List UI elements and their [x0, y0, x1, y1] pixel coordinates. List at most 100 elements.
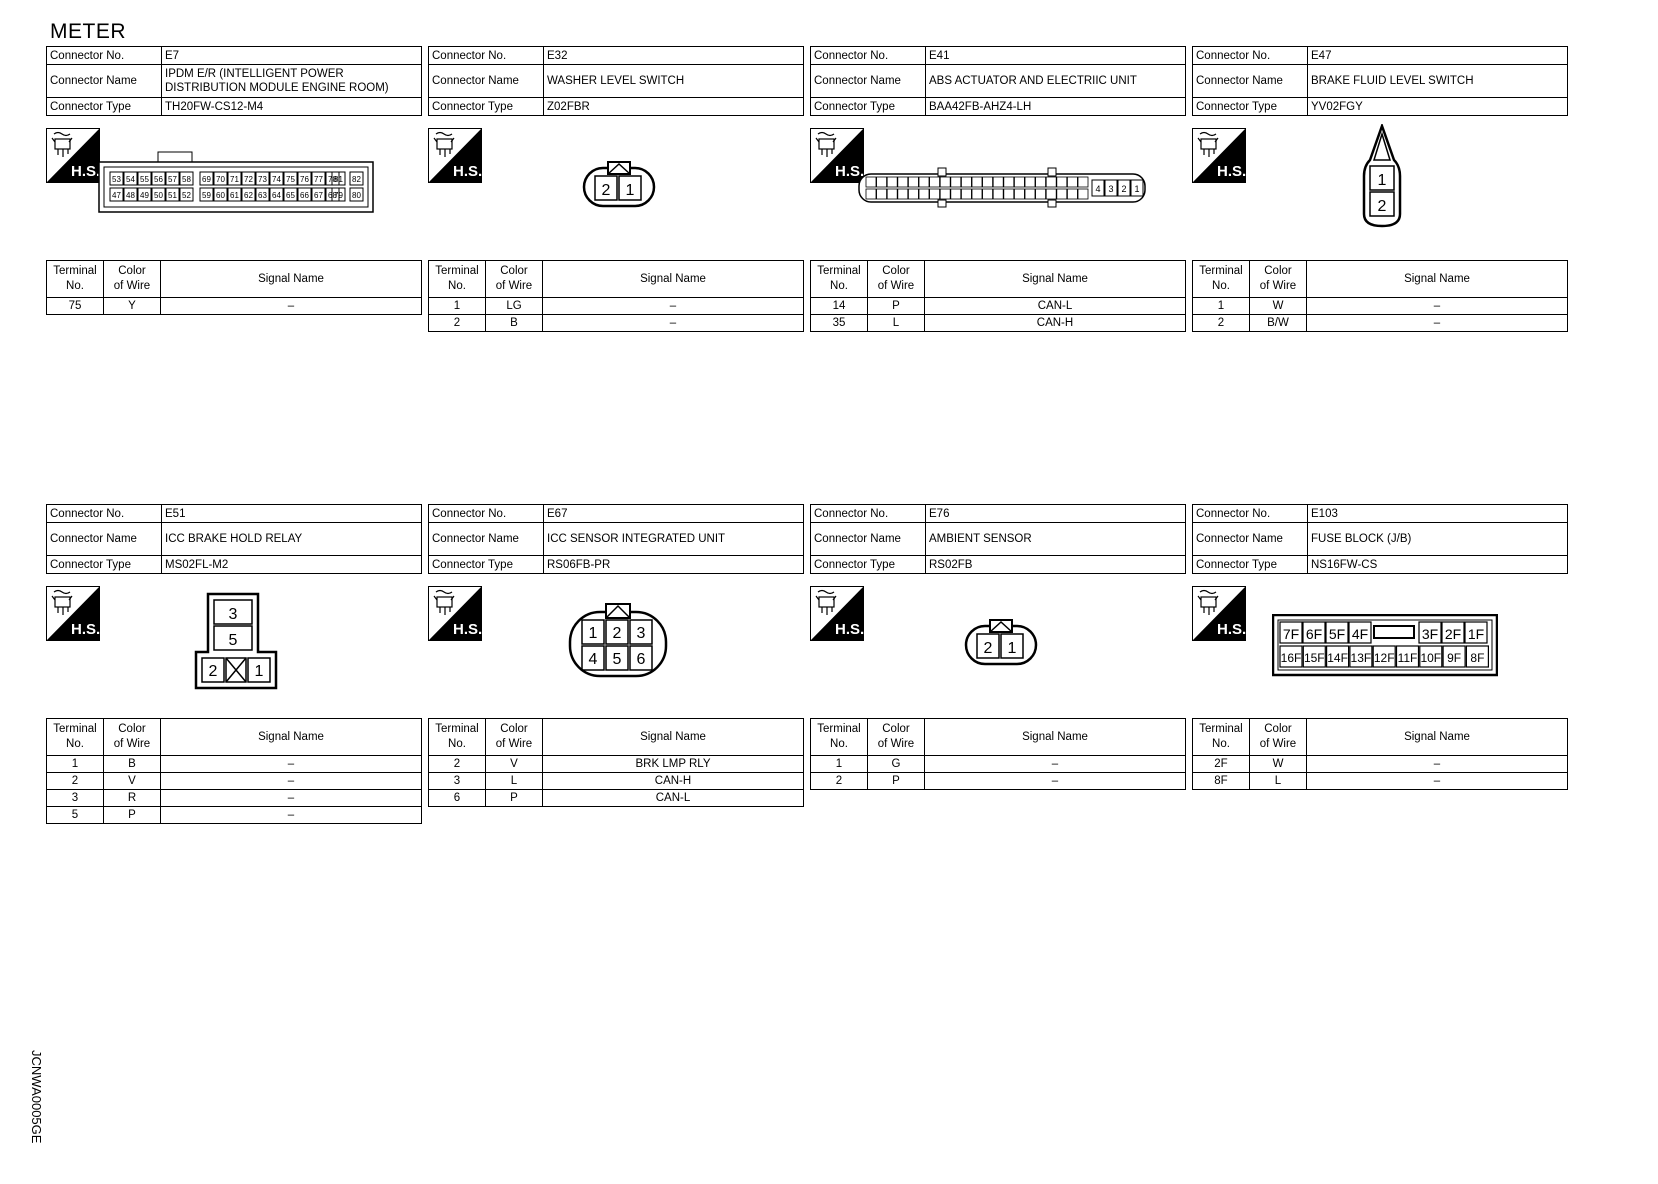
connector-header-table: Connector No. E103 Connector Name FUSE B… [1192, 504, 1568, 574]
harness-side-icon: H.S. [810, 586, 864, 641]
pin-label: 63 [258, 191, 267, 200]
connector-type: RS06FB-PR [543, 555, 804, 574]
pin-label: 1 [255, 663, 264, 680]
connector-name-label: Connector Name [46, 64, 162, 98]
wire-color: W [1249, 755, 1307, 773]
wire-color: W [1249, 297, 1307, 315]
terminal-no: 75 [46, 297, 104, 315]
terminal-row: 2 B/W – [1192, 314, 1568, 332]
signal-name-header: Signal Name [160, 718, 422, 756]
connector-diagram: H.S. 2 1 [428, 116, 804, 260]
pin-label: 1 [589, 625, 598, 642]
connector-type-label: Connector Type [428, 97, 544, 116]
terminal-no: 1 [1192, 297, 1250, 315]
connector-name-label: Connector Name [428, 64, 544, 98]
signal-name: – [160, 789, 422, 807]
connector-type: Z02FBR [543, 97, 804, 116]
pin-label: 66 [300, 191, 309, 200]
connector-header-table: Connector No. E32 Connector Name WASHER … [428, 46, 804, 116]
wire-color: B [485, 314, 543, 332]
pin-label: 3F [1422, 626, 1438, 642]
harness-side-icon: H.S. [46, 586, 100, 641]
pin-label: 8F [1470, 651, 1484, 665]
wire-color: P [485, 789, 543, 807]
connector-type: RS02FB [925, 555, 1186, 574]
hs-label: H.S. [1217, 163, 1246, 180]
connector-header-table: Connector No. E7 Connector Name IPDM E/R… [46, 46, 422, 116]
signal-name: – [160, 297, 422, 315]
pin-label: 16F [1281, 651, 1302, 665]
pin-label: 14F [1327, 651, 1348, 665]
pin-label: 62 [244, 191, 253, 200]
signal-name-header: Signal Name [1306, 260, 1568, 298]
connector-type-label: Connector Type [1192, 555, 1308, 574]
terminal-no: 1 [810, 755, 868, 773]
pin-label: 64 [272, 191, 281, 200]
signal-name: CAN-L [542, 789, 804, 807]
connector-block-e76: Connector No. E76 Connector Name AMBIENT… [810, 504, 1186, 790]
terminal-no: 2 [46, 772, 104, 790]
pin-label: 4F [1352, 626, 1368, 642]
signal-name-header: Signal Name [924, 718, 1186, 756]
pin-label: 75 [286, 175, 295, 184]
signal-name: – [160, 772, 422, 790]
pin-label: 47 [112, 191, 121, 200]
connector-no: E103 [1307, 504, 1568, 523]
wire-color: V [485, 755, 543, 773]
pin-label: 1 [1378, 172, 1387, 189]
connector-diagram: H.S. 1 2 [1192, 116, 1568, 260]
pin-label: 76 [300, 175, 309, 184]
signal-name: – [542, 314, 804, 332]
connector-name: FUSE BLOCK (J/B) [1307, 522, 1568, 556]
connector-type: YV02FGY [1307, 97, 1568, 116]
terminal-row: 1 B – [46, 755, 422, 773]
connector-no-label: Connector No. [428, 504, 544, 523]
connector-diagram: H.S. 3 5 2 1 [46, 574, 422, 718]
connector-header-table: Connector No. E76 Connector Name AMBIENT… [810, 504, 1186, 574]
hs-label: H.S. [1217, 621, 1246, 638]
connector-block-e51: Connector No. E51 Connector Name ICC BRA… [46, 504, 422, 824]
pin-label: 73 [258, 175, 267, 184]
connector-type-label: Connector Type [46, 555, 162, 574]
pin-label: 6 [637, 651, 646, 668]
pin-label: 4 [1095, 184, 1100, 194]
terminal-row: 35 L CAN-H [810, 314, 1186, 332]
pin-label: 70 [216, 175, 225, 184]
terminal-no: 2 [1192, 314, 1250, 332]
terminal-row: 2 P – [810, 772, 1186, 790]
connector-block-e67: Connector No. E67 Connector Name ICC SEN… [428, 504, 804, 807]
pin-label: 82 [352, 175, 361, 184]
terminal-no: 3 [428, 772, 486, 790]
signal-name: – [160, 806, 422, 824]
pin-label: 3 [1108, 184, 1113, 194]
harness-side-icon: H.S. [1192, 586, 1246, 641]
connector-diagram: H.S. 2 1 [810, 574, 1186, 718]
connector-block-e32: Connector No. E32 Connector Name WASHER … [428, 46, 804, 332]
terminal-row: 2F W – [1192, 755, 1568, 773]
connector-type-label: Connector Type [428, 555, 544, 574]
connector-face-e32: 2 1 [582, 161, 656, 208]
terminal-row: 1 LG – [428, 297, 804, 315]
pin-label: 55 [140, 175, 149, 184]
hs-label: H.S. [453, 621, 482, 638]
hs-label: H.S. [835, 163, 864, 180]
connector-no: E67 [543, 504, 804, 523]
pin-label: 48 [126, 191, 135, 200]
connector-name: ICC SENSOR INTEGRATED UNIT [543, 522, 804, 556]
connector-header-table: Connector No. E67 Connector Name ICC SEN… [428, 504, 804, 574]
signal-name-header: Signal Name [160, 260, 422, 298]
connector-no-label: Connector No. [810, 46, 926, 65]
connector-face-e51: 3 5 2 1 [194, 592, 278, 690]
terminal-row: 5 P – [46, 806, 422, 824]
document-id: JCNWA0005GE [29, 1050, 44, 1144]
connector-block-e41: Connector No. E41 Connector Name ABS ACT… [810, 46, 1186, 332]
signal-name: – [924, 772, 1186, 790]
